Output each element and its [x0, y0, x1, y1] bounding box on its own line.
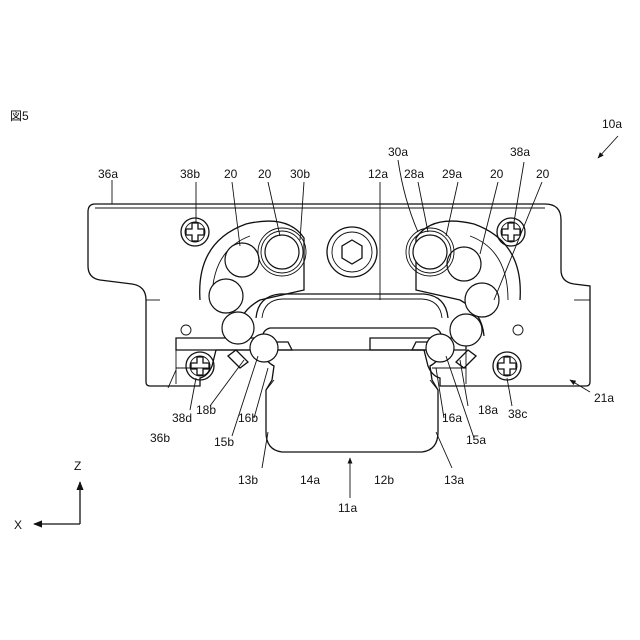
- label-21a: 21a: [594, 391, 614, 405]
- label-16a: 16a: [442, 411, 462, 425]
- seal-lip-left: [228, 350, 248, 368]
- label-16b: 16b: [238, 411, 258, 425]
- label-18b: 18b: [196, 403, 216, 417]
- balls-left: [209, 228, 306, 362]
- rail-groove-right: [430, 380, 438, 390]
- label-13a: 13a: [444, 473, 464, 487]
- label-15b: 15b: [214, 435, 234, 449]
- label-10a: 10a: [602, 117, 622, 131]
- mount-hole-right: [513, 325, 523, 335]
- figure-title: 図5: [10, 109, 29, 123]
- label-15a: 15a: [466, 433, 486, 447]
- label-20-2: 20: [258, 167, 272, 181]
- label-11a: 11a: [338, 501, 357, 515]
- label-20-1: 20: [224, 167, 238, 181]
- axis-z-label: Z: [74, 459, 81, 473]
- rail-opening-inner: [262, 299, 442, 318]
- label-38a: 38a: [510, 145, 530, 159]
- axis-x-label: X: [14, 518, 22, 532]
- label-38b: 38b: [180, 167, 200, 181]
- rail-body: [262, 328, 442, 452]
- label-36b: 36b: [150, 431, 170, 445]
- screw-38d-icon: [186, 352, 214, 380]
- label-36a: 36a: [98, 167, 118, 181]
- label-20-3: 20: [490, 167, 504, 181]
- rail-opening: [256, 294, 448, 318]
- label-12b: 12b: [374, 473, 394, 487]
- screw-38a-icon: [497, 218, 525, 246]
- label-18a: 18a: [478, 403, 498, 417]
- label-13b: 13b: [238, 473, 258, 487]
- label-29a: 29a: [442, 167, 462, 181]
- label-20-4: 20: [536, 167, 550, 181]
- arrow-10a: [598, 136, 618, 158]
- label-38d: 38d: [172, 411, 192, 425]
- screw-38c-icon: [493, 352, 521, 380]
- label-30a: 30a: [388, 145, 408, 159]
- mount-hole-left: [181, 325, 191, 335]
- label-28a: 28a: [404, 167, 424, 181]
- rail-groove-left: [266, 380, 274, 390]
- label-12a: 12a: [368, 167, 388, 181]
- center-bolt-icon: [327, 227, 377, 277]
- label-38c: 38c: [508, 407, 527, 421]
- label-14a: 14a: [300, 473, 320, 487]
- screw-38b-icon: [181, 218, 209, 246]
- label-30b: 30b: [290, 167, 310, 181]
